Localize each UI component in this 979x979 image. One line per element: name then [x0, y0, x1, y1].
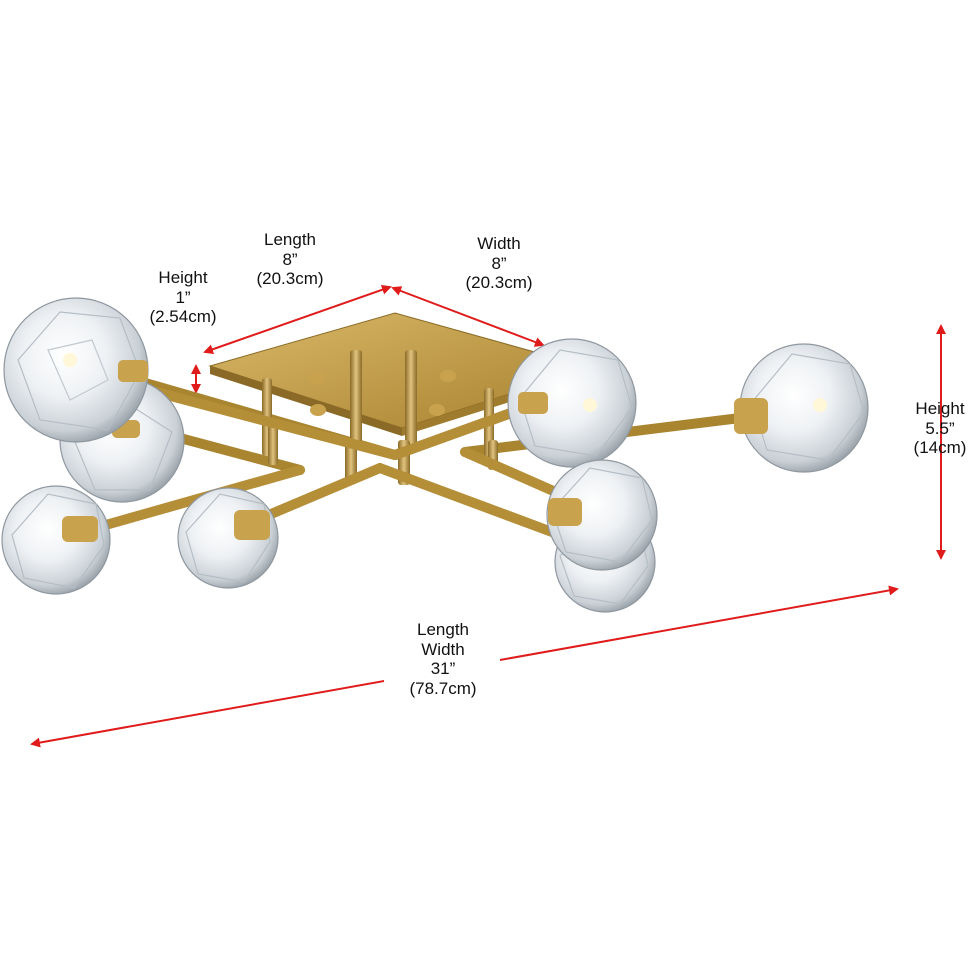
overall-arrow-right [499, 585, 899, 661]
globe-top-left [3, 297, 149, 443]
canopy-length-inches: 8” [282, 249, 298, 269]
canopy-length-title: Length [264, 230, 316, 249]
fixture-height-inches: 5.5” [925, 418, 955, 438]
canopy-length-cm: (20.3cm) [256, 269, 324, 288]
canopy-width-cm: (20.3cm) [465, 273, 533, 292]
canopy-width-arrow [391, 286, 545, 347]
globe-center [507, 338, 637, 468]
canopy-width-inches: 8” [491, 253, 507, 273]
fixture-height-title: Height [915, 399, 965, 418]
dimension-arrows [30, 284, 946, 748]
overall-size-label: Length Width 31” (78.7cm) [378, 620, 508, 698]
overall-inches: 31” [430, 659, 456, 678]
overall-width-title: Width [421, 639, 465, 659]
canopy-height-title: Height [158, 268, 208, 287]
canopy-length-arrow [203, 284, 392, 355]
canopy-height-cm: (2.54cm) [149, 307, 217, 326]
overall-cm: (78.7cm) [409, 678, 477, 698]
fixture-height-cm: (14cm) [913, 438, 967, 457]
overall-arrow-left [30, 680, 385, 748]
globe-left-lower [1, 485, 111, 595]
globe-right [734, 343, 869, 473]
canopy-width-label: Width 8” (20.3cm) [440, 234, 558, 293]
canopy-length-label: Length 8” (20.3cm) [232, 230, 348, 289]
crystal-globes [1, 297, 869, 613]
canopy-height-inches: 1” [175, 287, 191, 307]
fixture-height-label: Height 5.5” (14cm) [898, 399, 979, 458]
globe-front-right [546, 459, 658, 571]
globe-center-lower [177, 487, 279, 589]
canopy-height-label: Height 1” (2.54cm) [128, 268, 238, 327]
canopy-width-title: Width [477, 234, 521, 253]
overall-length-title: Length [417, 620, 469, 639]
